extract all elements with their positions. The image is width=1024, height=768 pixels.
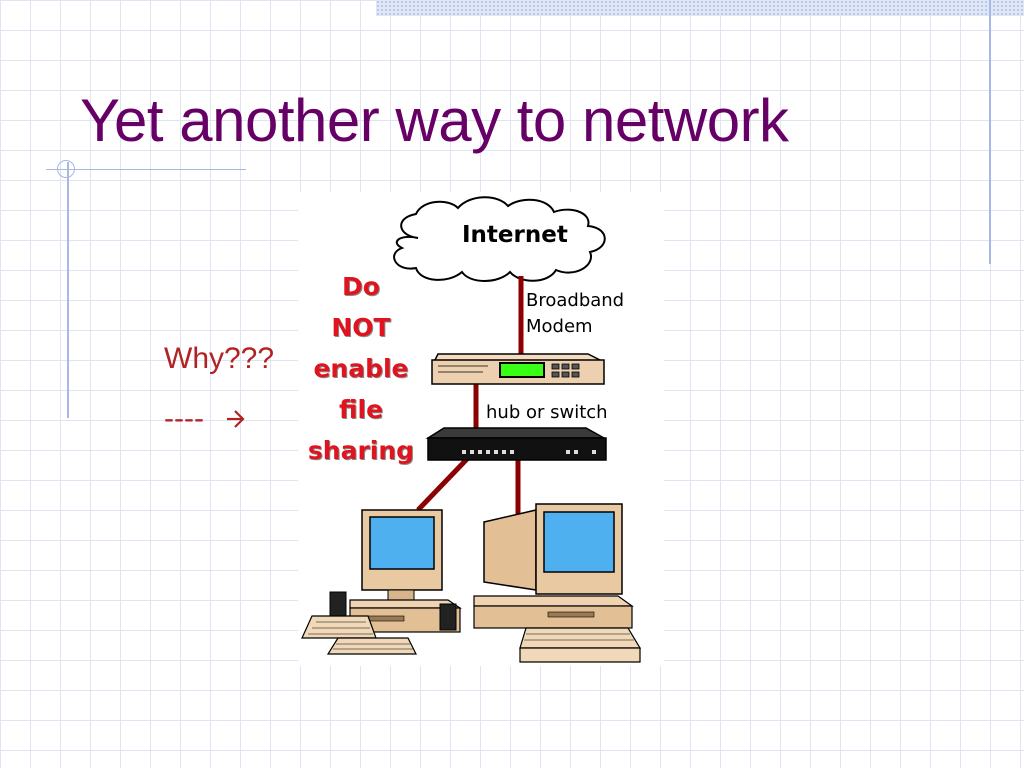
network-illustration: Do NOT enable file sharing Internet Broa… bbox=[298, 192, 664, 666]
network-diagram-svg bbox=[301, 196, 642, 663]
right-decorative-rule bbox=[989, 0, 991, 264]
hub-label: hub or switch bbox=[486, 402, 608, 423]
warning-line: file bbox=[338, 395, 384, 424]
internet-label: Internet bbox=[462, 222, 568, 248]
rule-ring-icon bbox=[57, 160, 75, 178]
file-sharing-warning: Do NOT enable file sharing bbox=[298, 266, 424, 471]
left-computer-icon bbox=[301, 509, 462, 655]
right-arrow-icon bbox=[227, 410, 245, 428]
warning-line: enable bbox=[313, 354, 409, 383]
left-decorative-rule bbox=[67, 162, 69, 418]
why-text: Why??? bbox=[164, 342, 275, 375]
right-computer-icon bbox=[473, 503, 642, 663]
cable-hub-pc-left bbox=[416, 456, 470, 512]
internet-cloud-icon bbox=[393, 196, 606, 282]
slide-title: Yet another way to network bbox=[80, 87, 789, 154]
broadband-modem-icon bbox=[431, 353, 605, 385]
warning-line: Do bbox=[342, 272, 380, 301]
modem-label-line1: Broadband bbox=[526, 290, 625, 311]
modem-label-line2: Modem bbox=[526, 316, 593, 337]
warning-line: NOT bbox=[331, 313, 391, 342]
warning-line: sharing bbox=[307, 436, 415, 465]
top-decorative-bar bbox=[376, 0, 1024, 16]
hub-switch-icon bbox=[425, 427, 607, 461]
title-underline-rule bbox=[46, 169, 246, 170]
dash-text: ---- bbox=[164, 402, 204, 435]
